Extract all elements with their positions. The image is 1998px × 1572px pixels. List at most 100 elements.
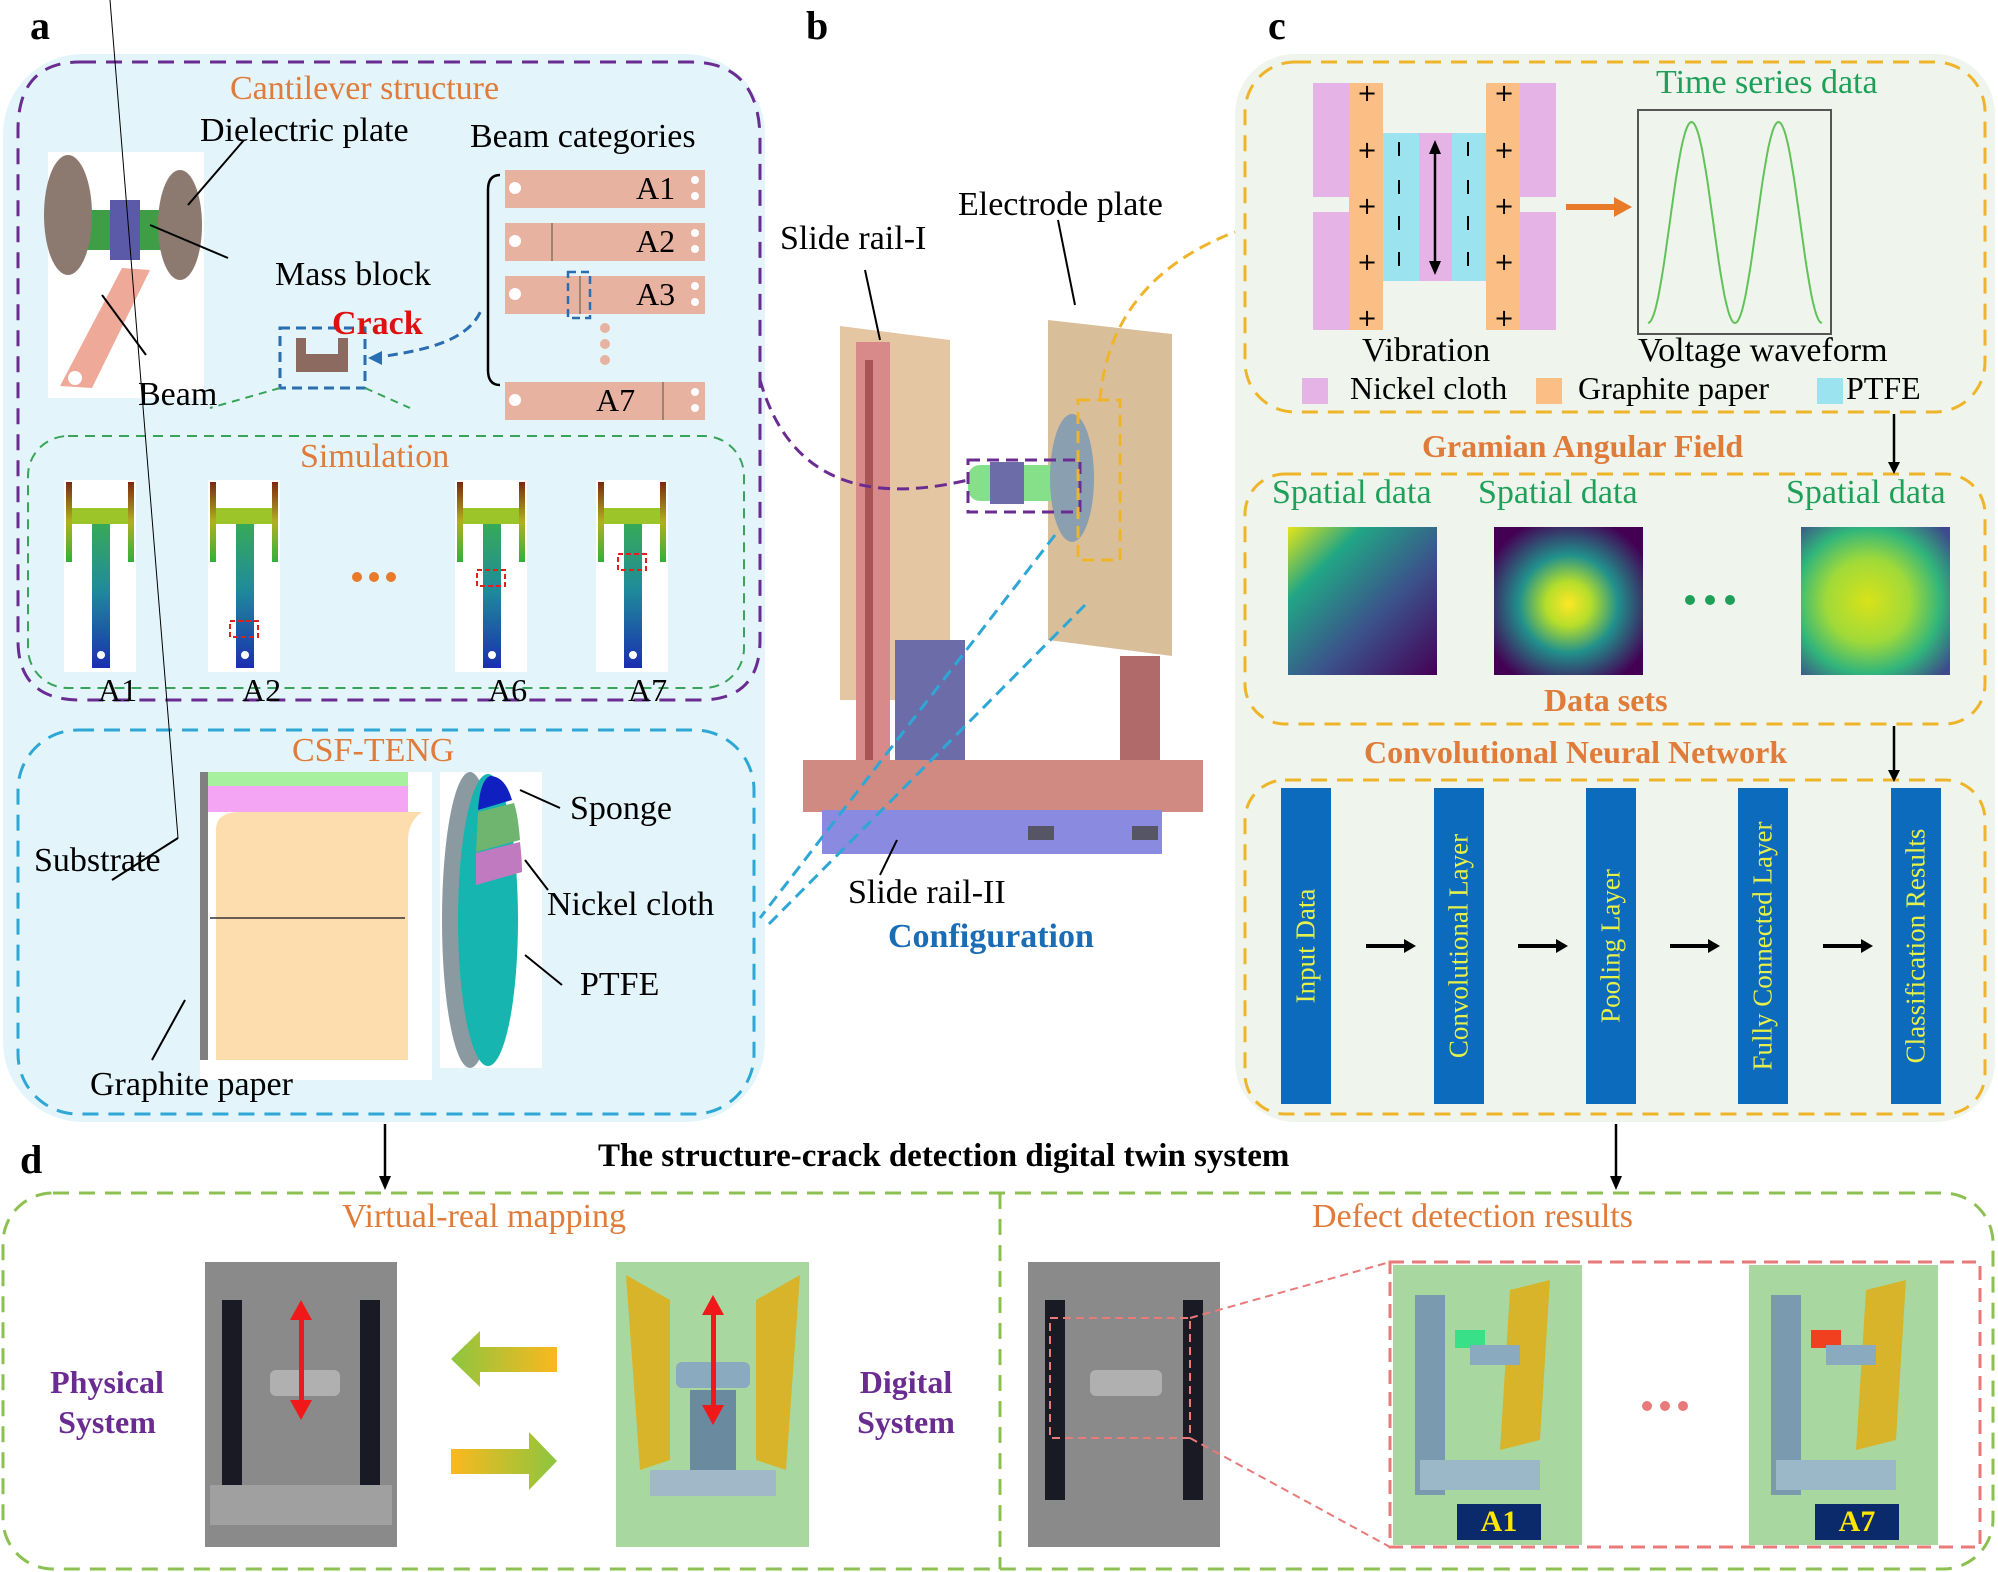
spatial-data-label-3: Spatial data: [1786, 474, 1946, 511]
cnn-title: Convolutional Neural Network: [1364, 734, 1788, 770]
cantilever-dashed-border: [16, 60, 762, 702]
voltage-waveform-label: Voltage waveform: [1638, 332, 1888, 369]
legend-graphite-paper: Graphite paper: [1578, 370, 1770, 406]
simulation-label-a6: A6: [488, 672, 528, 708]
spatial-data-label-2: Spatial data: [1478, 474, 1638, 511]
svg-text:+: +: [1494, 304, 1514, 332]
crack-arrow-head: [368, 351, 382, 365]
configuration-label: Configuration: [888, 918, 1094, 955]
result-badge-a7: A7: [1815, 1504, 1899, 1540]
svg-text:+: +: [1357, 248, 1377, 276]
panel-letter-c: c: [1268, 3, 1286, 48]
dielectric-disk-right: [158, 170, 202, 280]
negative-charge-marks: [1398, 142, 1469, 266]
beam-category-a2: A2: [636, 223, 676, 259]
detection-results-dashed-box: [1388, 1260, 1982, 1549]
crack-label: Crack: [332, 305, 423, 342]
data-sets-label: Data sets: [1544, 682, 1668, 718]
gaf-image-3: [1801, 527, 1950, 675]
arrow-digital-to-physical: [451, 1331, 557, 1387]
simulation-title: Simulation: [300, 438, 450, 475]
gaf-image-2: [1494, 527, 1643, 675]
svg-text:+: +: [1494, 136, 1514, 164]
graphite-paper-label: Graphite paper: [90, 1066, 293, 1103]
mass-block-label: Mass block: [275, 256, 431, 293]
svg-text:+: +: [1494, 248, 1514, 276]
svg-text:+: +: [1357, 136, 1377, 164]
slide-rail-2-label: Slide rail-II: [848, 874, 1006, 911]
beam-shape: [60, 268, 150, 388]
svg-text:+: +: [1357, 304, 1377, 332]
svg-text:+: +: [1357, 192, 1377, 220]
cnn-layer-convolutional: Convolutional Layer: [1434, 788, 1484, 1104]
slide-rail-1-label: Slide rail-I: [780, 220, 927, 257]
gaf-dashed-border: [1243, 472, 1987, 726]
apparatus-render: [758, 219, 1236, 930]
ptfe-label: PTFE: [580, 966, 660, 1003]
legend-swatch-ptfe: [1817, 378, 1843, 404]
arrow-physical-to-digital: [451, 1432, 557, 1490]
svg-text:+: +: [1494, 79, 1514, 107]
csf-teng-title: CSF-TENG: [292, 732, 455, 769]
cnn-layer-label: Fully Connected Layer: [1747, 821, 1778, 1071]
legend-swatch-nickel: [1302, 378, 1328, 404]
mass-block-shape: [110, 200, 140, 260]
cnn-layer-label: Classification Results: [1900, 828, 1931, 1064]
panel-d-dashed-border: [1, 1191, 1995, 1571]
cnn-layer-label: Pooling Layer: [1595, 869, 1626, 1023]
vibration-diagram: [1313, 83, 1832, 335]
charge-signs: +++++ +++++: [1357, 79, 1514, 332]
spatial-data-label-1: Spatial data: [1272, 474, 1432, 511]
virtual-real-mapping-title: Virtual-real mapping: [342, 1198, 627, 1235]
beam-label: Beam: [138, 376, 218, 413]
csf-teng-dashed-border: [16, 728, 756, 1116]
time-series-title: Time series data: [1656, 64, 1878, 101]
cnn-layer-pooling: Pooling Layer: [1586, 788, 1636, 1104]
crack-icon: [296, 338, 348, 372]
beam-categories-label: Beam categories: [470, 118, 696, 155]
electrode-plate-label: Electrode plate: [958, 186, 1163, 223]
flow-arrows: [383, 414, 1896, 1182]
defect-detection-title: Defect detection results: [1312, 1198, 1633, 1235]
legend-nickel-cloth: Nickel cloth: [1350, 370, 1508, 406]
crack-dashed-box: [278, 326, 367, 390]
cantilever-structure-title: Cantilever structure: [230, 70, 500, 107]
svg-text:+: +: [1494, 192, 1514, 220]
nickel-cloth-label: Nickel cloth: [547, 886, 715, 923]
simulation-label-a1: A1: [98, 672, 138, 708]
gaf-title: Gramian Angular Field: [1422, 428, 1744, 464]
digital-label-line2: System: [857, 1404, 955, 1440]
cnn-layer-classification: Classification Results: [1891, 788, 1941, 1104]
simulation-dashed-border: [27, 435, 745, 689]
cnn-layer-label: Convolutional Layer: [1443, 833, 1474, 1059]
gaf-image-1: [1288, 527, 1437, 675]
sponge-label: Sponge: [570, 790, 672, 827]
panel-letter-d: d: [20, 1137, 43, 1182]
beam-category-a1: A1: [636, 170, 676, 206]
simulation-images: [64, 480, 668, 672]
simulation-label-a2: A2: [242, 672, 282, 708]
vibration-label: Vibration: [1362, 332, 1491, 369]
dielectric-disk-left: [44, 155, 92, 275]
legend-swatch-graphite: [1536, 378, 1562, 404]
panel-letter-a: a: [30, 3, 50, 48]
digital-twin-title: The structure-crack detection digital tw…: [598, 1138, 1290, 1174]
vibration-arrows: [290, 1295, 724, 1425]
legend-ptfe: PTFE: [1846, 370, 1921, 406]
simulation-label-a7: A7: [628, 672, 668, 708]
result-badge-a1: A1: [1457, 1504, 1541, 1540]
beam-category-strips: [486, 170, 705, 420]
cnn-layer-input: Input Data: [1281, 788, 1331, 1104]
csf-teng-illustration: [109, 0, 563, 1080]
cnn-layer-fully-connected: Fully Connected Layer: [1738, 788, 1788, 1104]
voltage-waveform-line: [1647, 120, 1823, 325]
physical-label-line2: System: [58, 1404, 156, 1440]
beam-category-a3: A3: [636, 276, 676, 312]
physical-label-line1: Physical: [50, 1364, 164, 1400]
panel-letter-b: b: [806, 3, 829, 48]
beam-category-a7: A7: [596, 382, 636, 418]
time-series-dashed-border: [1243, 60, 1987, 414]
